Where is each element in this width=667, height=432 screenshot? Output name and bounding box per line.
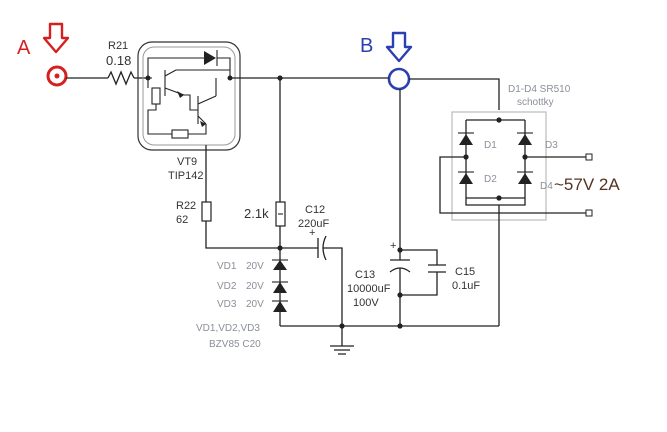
c12-ref: C12	[305, 204, 325, 216]
marker-a-label: A	[17, 37, 31, 59]
c12-capacitor: + C12 220uF	[280, 204, 343, 326]
bias-resistor-value: 2.1k	[244, 206, 269, 221]
capacitor-icon	[428, 264, 446, 273]
bridge-type: schottky	[517, 97, 554, 108]
bias-resistor: 2.1k	[244, 201, 286, 227]
vd1-voltage: 20V	[246, 261, 264, 272]
c13-ref: C13	[355, 269, 375, 281]
marker-a: A	[17, 22, 70, 87]
c13-value: 10000uF	[347, 283, 391, 295]
ac-terminal-2	[585, 209, 593, 217]
zener-icon	[273, 282, 287, 293]
d4-label: D4	[540, 181, 553, 192]
c13-plus: +	[390, 240, 396, 252]
c12-value: 220uF	[298, 218, 329, 230]
c13-voltage: 100V	[353, 297, 379, 309]
zener-icon	[273, 260, 287, 270]
d2-label: D2	[484, 174, 497, 185]
vt9-transistor: VT9 TIP142	[137, 41, 241, 182]
resistor-icon	[107, 70, 135, 86]
vd2-ref: VD2	[217, 281, 237, 292]
c15-capacitor: C15 0.1uF	[397, 249, 480, 298]
vd2-voltage: 20V	[246, 281, 264, 292]
diode-icon	[459, 134, 473, 145]
vt9-ref: VT9	[177, 156, 197, 168]
resistor-icon	[201, 201, 212, 222]
ground-symbol	[330, 326, 354, 355]
diode-icon	[459, 173, 473, 184]
zener-stack: VD1 20V VD2 20V VD3 20V VD1,VD2,VD3 BZV8…	[196, 258, 288, 350]
bridge-rectifier: D1-D4 SR510 schottky D1 D2 D3 D4 ~57V 2A	[439, 84, 620, 326]
vt9-part: TIP142	[168, 170, 203, 182]
vd3-voltage: 20V	[246, 299, 264, 310]
terminal-circle-icon	[46, 65, 68, 87]
marker-b-label: B	[360, 35, 373, 57]
zener-part: BZV85 C20	[209, 339, 261, 350]
c15-ref: C15	[455, 266, 475, 278]
c13-capacitor: + C13 10000uF 100V	[347, 240, 411, 326]
zener-icon	[273, 301, 287, 312]
r22-value: 62	[176, 214, 188, 226]
r21-resistor: R21 0.18	[106, 40, 135, 86]
d3-label: D3	[545, 140, 558, 151]
r21-value: 0.18	[106, 53, 131, 68]
down-arrow-icon	[385, 31, 413, 63]
marker-b: B	[360, 31, 413, 91]
c12-plus: +	[309, 227, 315, 239]
vd3-ref: VD3	[217, 299, 237, 310]
r22-resistor: R22 62	[176, 200, 212, 226]
ac-terminal-1	[585, 153, 593, 161]
vd1-ref: VD1	[217, 261, 237, 272]
ground-icon	[330, 326, 354, 355]
diode-icon	[518, 173, 532, 184]
terminal-circle-icon	[387, 67, 411, 91]
bridge-refs: D1-D4 SR510	[508, 84, 571, 95]
diode-icon	[204, 51, 216, 65]
d1-label: D1	[484, 140, 497, 151]
r21-ref: R21	[108, 40, 128, 52]
diode-icon	[518, 134, 532, 145]
down-arrow-icon	[42, 22, 70, 54]
c15-value: 0.1uF	[452, 280, 480, 292]
r22-ref: R22	[176, 200, 196, 212]
input-voltage-label: ~57V 2A	[554, 175, 620, 194]
transistor-icon	[148, 69, 185, 96]
zener-refs: VD1,VD2,VD3	[196, 323, 260, 334]
